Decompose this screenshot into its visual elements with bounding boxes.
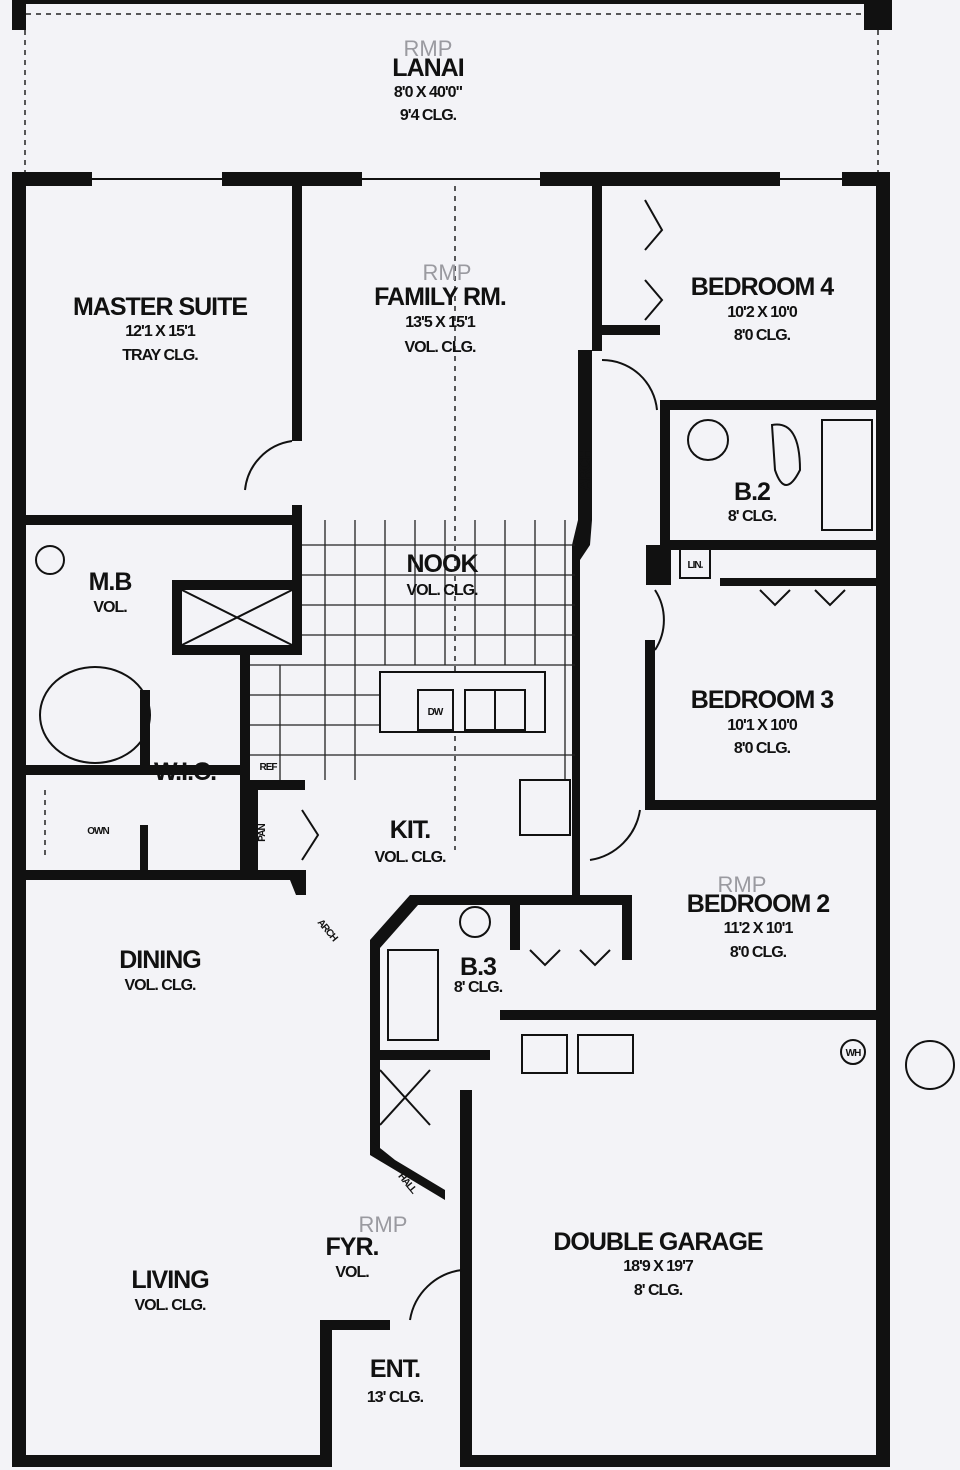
room-ceiling: VOL. CLG. bbox=[125, 977, 197, 994]
room-ceiling: VOL. CLG. bbox=[405, 339, 477, 356]
room-ceiling: VOL. CLG. bbox=[375, 849, 447, 866]
room-name: BEDROOM 3 bbox=[691, 686, 834, 714]
room-ceiling: TRAY CLG. bbox=[122, 347, 198, 364]
room-ceiling: 8'0 CLG. bbox=[734, 327, 791, 344]
room-name: B.2 bbox=[734, 478, 770, 506]
room-size: 10'1 X 10'0 bbox=[727, 717, 798, 734]
walls bbox=[12, 0, 955, 1467]
room-bedroom3: BEDROOM 3 10'1 X 10'0 8'0 CLG. bbox=[691, 686, 835, 757]
room-name: B.3 bbox=[460, 953, 496, 981]
room-ceiling: 8' CLG. bbox=[454, 979, 503, 996]
room-ceiling: 13' CLG. bbox=[367, 1389, 424, 1406]
room-labels: LANAI 8'0 X 40'0" 9'4 CLG. MASTER SUITE … bbox=[73, 54, 862, 1406]
room-name: LANAI bbox=[392, 54, 463, 82]
room-ceiling: 8' CLG. bbox=[634, 1282, 683, 1299]
tile-grid bbox=[250, 520, 575, 780]
room-ceiling: VOL. CLG. bbox=[407, 582, 479, 599]
room-name: DOUBLE GARAGE bbox=[553, 1228, 763, 1256]
room-master-suite: MASTER SUITE 12'1 X 15'1 TRAY CLG. bbox=[73, 293, 248, 364]
room-b3: B.3 8' CLG. bbox=[454, 953, 504, 996]
dishwasher-label: DW bbox=[428, 707, 444, 718]
room-kitchen: KIT. VOL. CLG. bbox=[375, 816, 448, 866]
room-ceiling: VOL. bbox=[335, 1264, 369, 1281]
fridge-label: REF bbox=[260, 762, 278, 773]
room-name: NOOK bbox=[407, 550, 479, 578]
room-name: DINING bbox=[119, 946, 201, 974]
room-bedroom2: BEDROOM 2 11'2 X 10'1 8'0 CLG. bbox=[687, 890, 831, 961]
room-size: 13'5 X 15'1 bbox=[405, 314, 476, 331]
room-b2: B.2 8' CLG. bbox=[728, 478, 778, 525]
room-bedroom4: BEDROOM 4 10'2 X 10'0 8'0 CLG. bbox=[691, 273, 836, 344]
room-ceiling: 8'0 CLG. bbox=[730, 944, 787, 961]
room-name: LIVING bbox=[131, 1266, 208, 1294]
room-ceiling: 8' CLG. bbox=[728, 508, 777, 525]
room-ceiling: 9'4 CLG. bbox=[400, 107, 457, 124]
room-entry: ENT. 13' CLG. bbox=[367, 1355, 425, 1406]
room-name: FYR. bbox=[326, 1233, 379, 1261]
room-size: 11'2 X 10'1 bbox=[724, 920, 794, 937]
room-name: M.B bbox=[89, 568, 132, 596]
room-master-bath: M.B VOL. bbox=[89, 568, 133, 616]
arch-label: ARCH bbox=[315, 917, 340, 944]
arch-label: ARCH bbox=[577, 448, 594, 491]
room-ceiling: VOL. CLG. bbox=[135, 1297, 207, 1314]
room-name: BEDROOM 4 bbox=[691, 273, 835, 301]
room-double-garage: DOUBLE GARAGE 18'9 X 19'7 8' CLG. bbox=[553, 1228, 764, 1299]
room-name: FAMILY RM. bbox=[374, 283, 506, 311]
room-family: FAMILY RM. 13'5 X 15'1 VOL. CLG. bbox=[374, 283, 507, 356]
water-heater-label: WH bbox=[846, 1048, 861, 1059]
wic-label: W.I.C. bbox=[154, 758, 216, 786]
room-name: KIT. bbox=[390, 816, 431, 844]
pantry-label: PAN bbox=[257, 824, 268, 842]
room-size: 10'2 X 10'0 bbox=[727, 304, 798, 321]
room-name: MASTER SUITE bbox=[73, 293, 247, 321]
watermark-family: RMP bbox=[423, 260, 472, 285]
closet-label: OWN bbox=[87, 826, 109, 837]
room-nook: NOOK VOL. CLG. bbox=[407, 550, 480, 599]
room-ceiling: 8'0 CLG. bbox=[734, 740, 791, 757]
room-foyer: FYR. VOL. bbox=[326, 1233, 380, 1281]
room-ceiling: VOL. bbox=[93, 599, 127, 616]
room-name: BEDROOM 2 bbox=[687, 890, 830, 918]
room-name: ENT. bbox=[370, 1355, 420, 1383]
room-size: 12'1 X 15'1 bbox=[125, 323, 196, 340]
room-lanai: LANAI 8'0 X 40'0" 9'4 CLG. bbox=[392, 54, 464, 124]
room-dining: DINING VOL. CLG. bbox=[119, 946, 202, 994]
watermark-foyer: RMP bbox=[359, 1212, 408, 1237]
room-size: 18'9 X 19'7 bbox=[623, 1258, 694, 1275]
watermark-lanai: RMP bbox=[404, 36, 453, 61]
linen-label: LIN. bbox=[688, 560, 704, 571]
watermarks: RMP RMP RMP RMP bbox=[359, 36, 767, 1237]
room-size: 8'0 X 40'0" bbox=[394, 84, 463, 101]
room-living: LIVING VOL. CLG. bbox=[131, 1266, 209, 1314]
watermark-bedroom2: RMP bbox=[718, 872, 767, 897]
